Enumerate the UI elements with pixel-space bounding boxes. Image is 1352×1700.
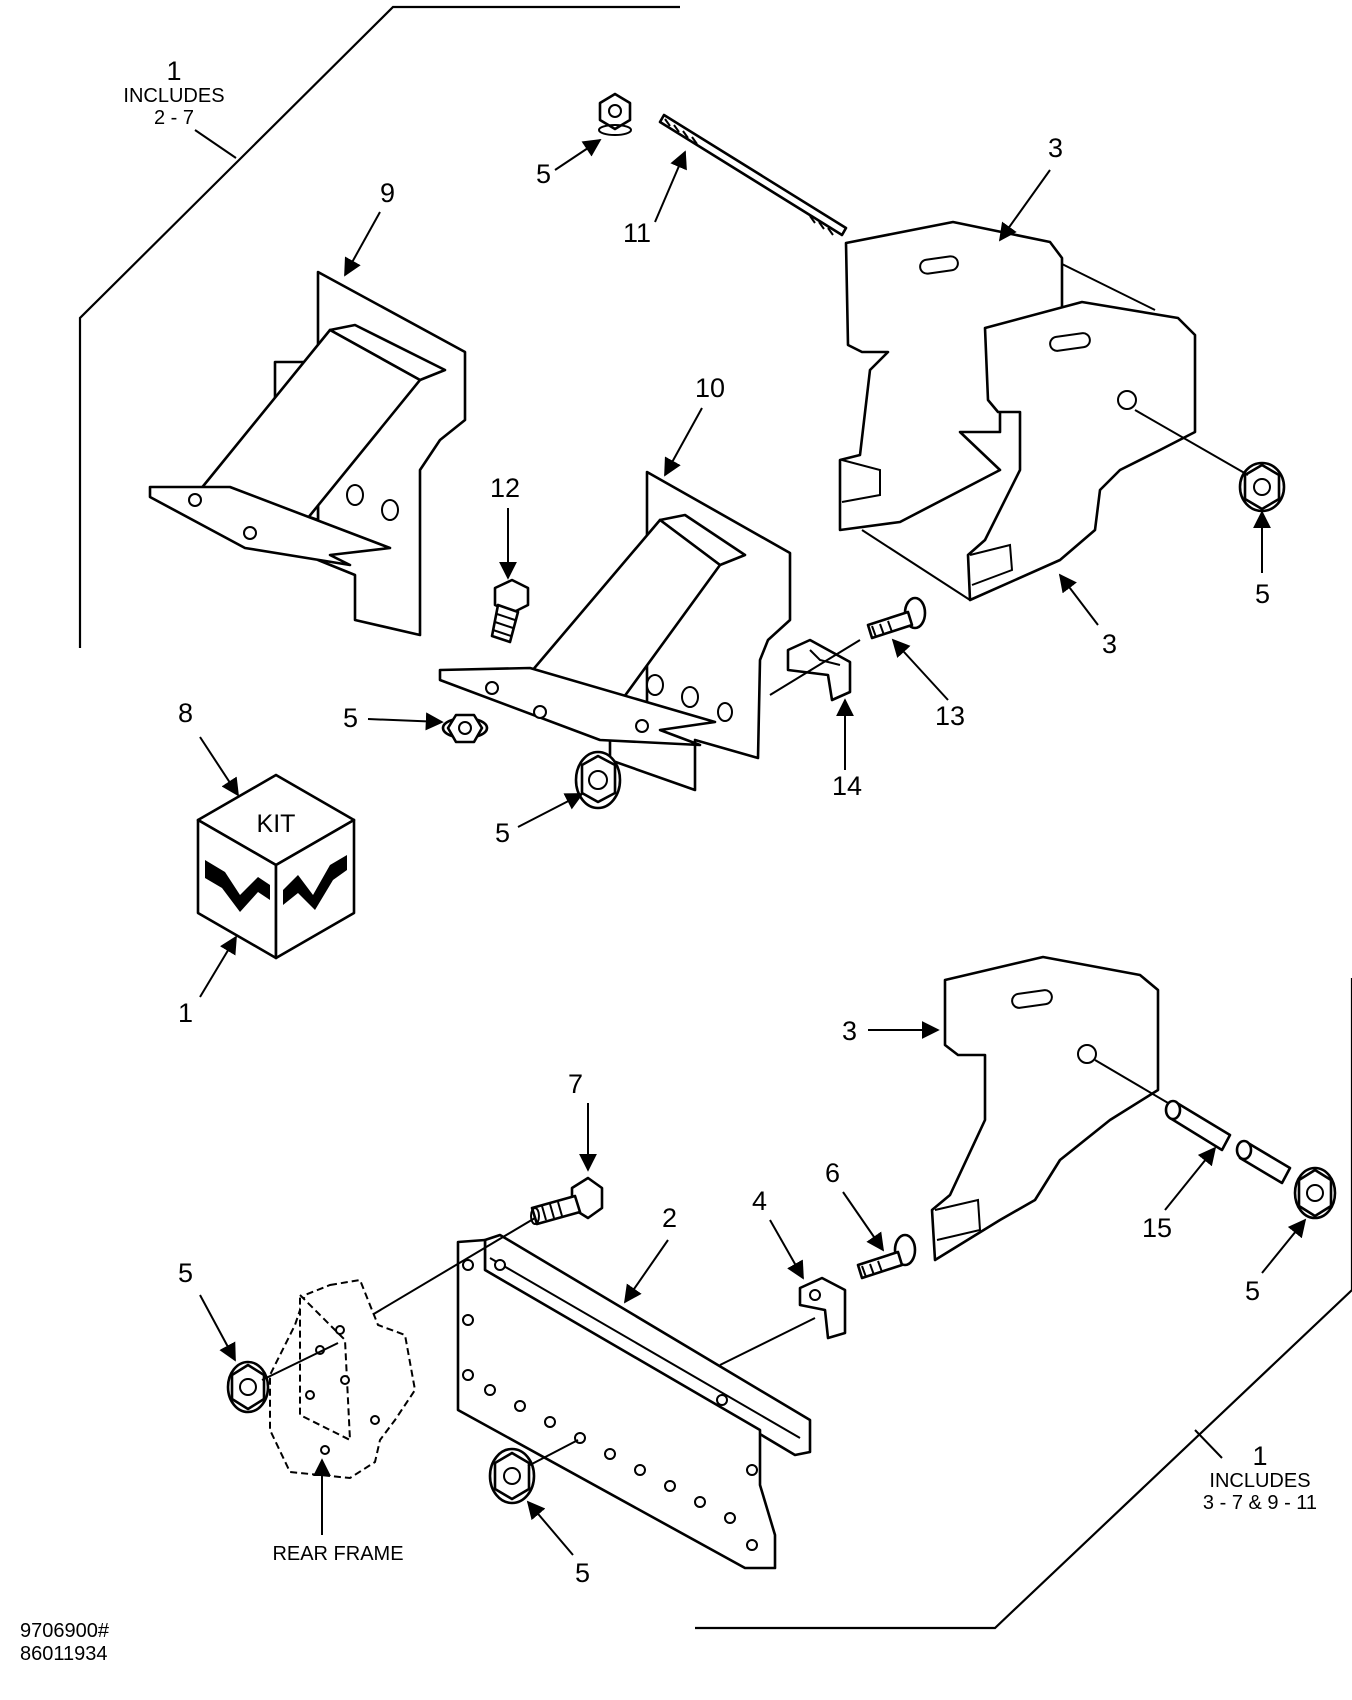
callout-5-far-left: 5 [178,1258,193,1288]
callout-10: 10 [695,373,725,403]
kit-box-icon: KIT [196,773,356,960]
drawing-numbers: 9706900# 86011934 [20,1620,110,1665]
part-9-mounting-bracket [148,270,467,637]
top-group-bracket [78,5,680,648]
callout-7: 7 [568,1069,583,1099]
part-3-weight-top-back [838,220,1064,532]
nut-5-far-right [1293,1166,1337,1220]
part-6-bolt [856,1233,917,1280]
bolt-line-13 [769,639,861,696]
callout-8: 8 [178,698,193,728]
bottom-group-range: 3 - 7 & 9 - 11 [1203,1492,1317,1514]
bottom-group-bracket [695,978,1352,1630]
part-11-threaded-rod [598,92,848,237]
callout-5-upper-left: 5 [343,703,358,733]
callout-5-top: 5 [536,159,551,189]
top-group-includes: INCLUDES [123,85,224,107]
part-3-weight-bottom [930,955,1160,1262]
bottom-group-number: 1 [1252,1441,1267,1471]
callout-15: 15 [1142,1213,1172,1243]
top-group-range: 2 - 7 [154,107,194,129]
bolt-line-7 [371,1217,536,1316]
nut-5-upper-left [441,713,489,744]
callout-9: 9 [380,178,395,208]
callout-1-kit: 1 [178,998,193,1028]
callout-3-mid: 3 [1102,629,1117,659]
callout-5-right: 5 [1255,579,1270,609]
callout-4: 4 [752,1186,767,1216]
drawing-number-1: 9706900# [20,1620,110,1642]
part-10-mounting-bracket [438,470,792,792]
callout-6: 6 [825,1158,840,1188]
part-14-clip [786,638,852,702]
bottom-group-includes: INCLUDES [1209,1470,1310,1492]
part-12-bolt [490,578,530,644]
callout-12: 12 [490,473,520,503]
nut-5-bottom [488,1439,579,1505]
nut-5-lower-left [574,750,622,810]
rear-frame-reference: REAR FRAME [272,1458,404,1565]
part-13-bolt [866,596,927,640]
rear-frame-label: REAR FRAME [272,1543,403,1565]
callouts: 5 11 3 9 10 12 5 3 13 14 8 5 5 1 3 7 2 [178,133,1307,1588]
part-3-weight-top-front [861,263,1197,602]
kit-label: KIT [257,810,296,838]
callout-11: 11 [623,218,651,248]
callout-2: 2 [662,1203,677,1233]
part-7-bolt [530,1176,604,1226]
callout-5-lower-left: 5 [495,818,510,848]
rear-frame-outline [269,1278,417,1480]
top-group-note: 1 INCLUDES 2 - 7 [123,56,237,159]
drawing-number-2: 86011934 [20,1643,108,1665]
callout-5-bottom: 5 [575,1558,590,1588]
nut-5-right [1134,409,1286,513]
callout-3-top: 3 [1048,133,1063,163]
callout-3-bottom: 3 [842,1016,857,1046]
top-group-number: 1 [166,56,181,86]
part-2-plate [456,1233,812,1570]
part-15-pin [1094,1059,1292,1185]
callout-5-far-right: 5 [1245,1276,1260,1306]
callout-13: 13 [935,701,965,731]
nut-5-far-left [226,1342,339,1414]
part-4-clip [798,1276,847,1340]
bottom-group-note: 1 INCLUDES 3 - 7 & 9 - 11 [1194,1429,1317,1514]
callout-14: 14 [832,771,862,801]
bolt-line-4 [719,1317,816,1366]
